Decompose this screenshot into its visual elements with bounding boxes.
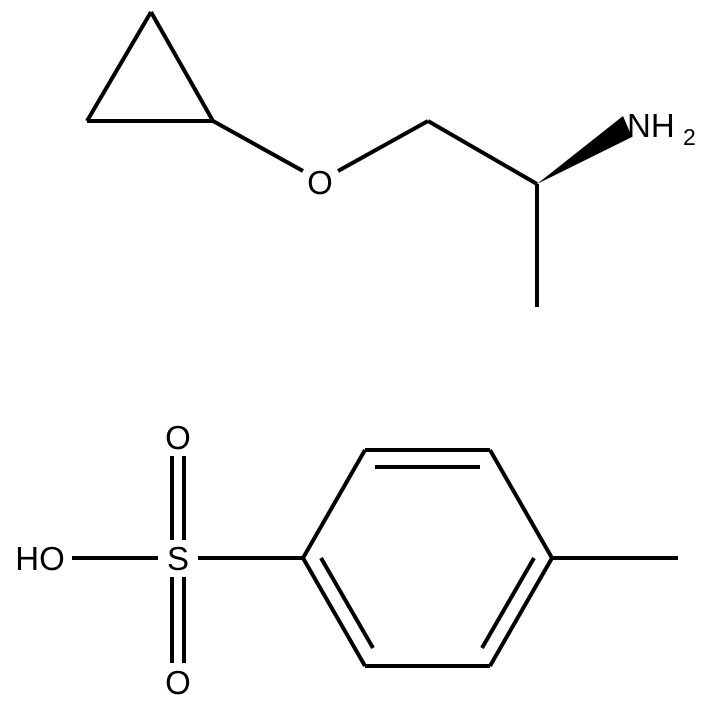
ring-bond-6 [301,557,367,667]
amine-subscript: 2 [683,124,696,150]
ring-inner-bond-left [319,556,375,650]
amine-label: NH [627,107,675,144]
oxo-top-label: O [165,419,191,456]
ring-to-oxygen-bond [212,119,304,173]
cyclopropyl-bond-apex-left [85,10,153,123]
ring-bond-4 [488,557,554,667]
cyclopropyl-bond-apex-right [149,11,215,122]
oxo-bottom-label: O [165,664,191,701]
wedge-bond-to-amine [537,116,632,184]
ch2-to-chiral-carbon-bond [426,119,539,186]
ring-inner-bond-right [480,556,536,650]
ether-oxygen-label: O [307,164,333,201]
hydroxyl-label: HO [15,540,65,577]
ring-bond-1 [301,449,367,559]
oxygen-to-ch2-bond [337,119,429,173]
sulfur-label: S [167,540,189,577]
ring-bond-3 [488,449,554,559]
amine-molecule: O NH 2 [85,10,696,307]
tosic-acid-molecule: HO S O O [15,419,678,701]
